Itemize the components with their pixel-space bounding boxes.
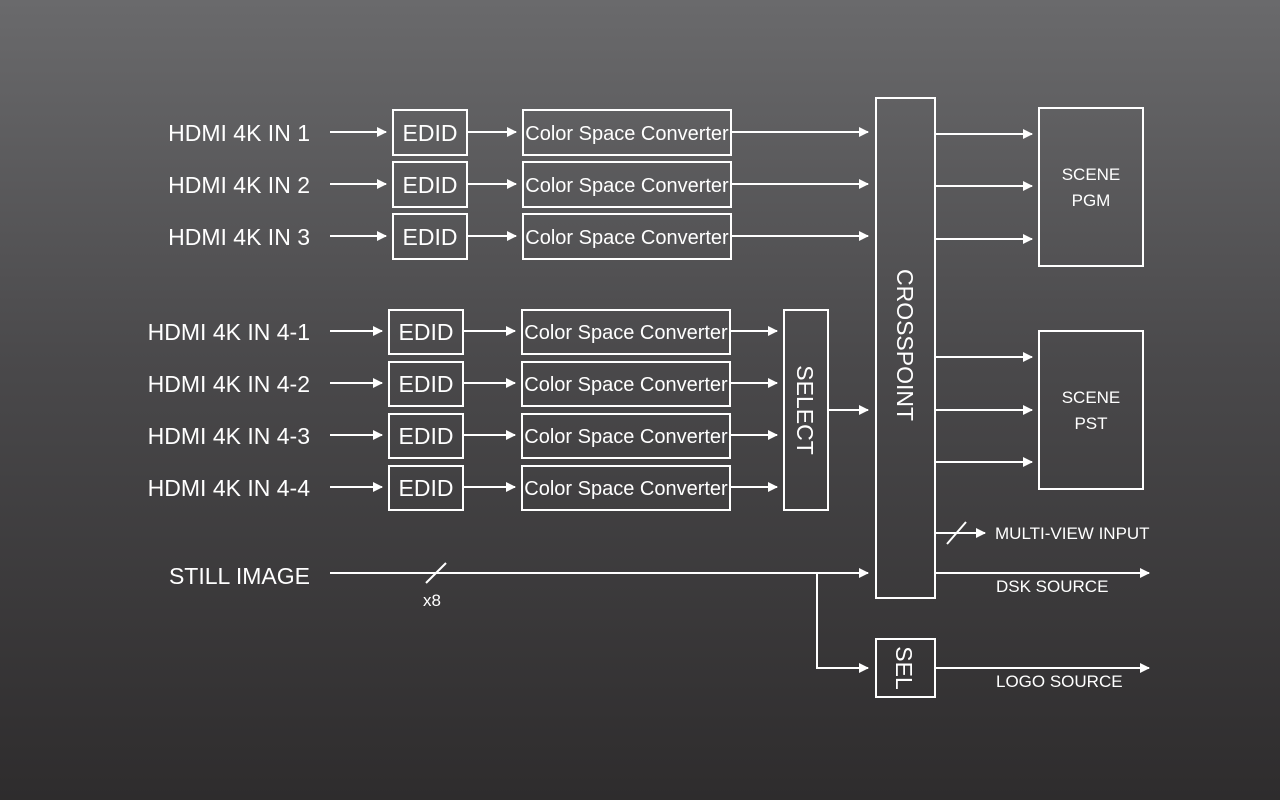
csc-label: Color Space Converter <box>524 374 728 396</box>
dsk-output: DSK SOURCE <box>935 568 1150 596</box>
still-image-path: STILL IMAGE x8 <box>169 562 869 673</box>
csc-label: Color Space Converter <box>525 123 729 145</box>
crosspoint-block: CROSSPOINT <box>875 97 936 599</box>
input-label: HDMI 4K IN 1 <box>168 120 310 146</box>
scene-pst-label-1: SCENE <box>1062 388 1121 407</box>
input-label: HDMI 4K IN 2 <box>168 172 310 198</box>
still-image-label: STILL IMAGE <box>169 563 310 589</box>
bus-slash <box>425 562 447 584</box>
csc-label: Color Space Converter <box>524 426 728 448</box>
input-row-3: HDMI 4K IN 3 EDID Color Space Converter <box>168 213 869 260</box>
input-row-4-3: HDMI 4K IN 4-3 EDID Color Space Converte… <box>148 413 778 459</box>
csc-label: Color Space Converter <box>524 478 728 500</box>
sel-block: SEL LOGO SOURCE <box>875 638 1150 698</box>
edid-label: EDID <box>403 120 458 146</box>
csc-label: Color Space Converter <box>525 227 729 249</box>
still-count-label: x8 <box>423 591 441 610</box>
edid-label: EDID <box>399 371 454 397</box>
scene-pst-box <box>1038 330 1144 490</box>
edid-label: EDID <box>403 224 458 250</box>
input-label: HDMI 4K IN 4-4 <box>148 475 311 501</box>
edid-label: EDID <box>399 423 454 449</box>
scene-pgm-box <box>1038 107 1144 267</box>
select-block: SELECT <box>783 309 869 511</box>
edid-label: EDID <box>399 475 454 501</box>
sel-label: SEL <box>891 646 917 690</box>
input-label: HDMI 4K IN 4-1 <box>148 319 310 345</box>
csc-label: Color Space Converter <box>524 322 728 344</box>
crosspoint-label: CROSSPOINT <box>892 269 918 421</box>
input-row-1: HDMI 4K IN 1 EDID Color Space Converter <box>168 109 869 156</box>
crosspoint-box <box>875 97 936 599</box>
scene-pgm-label-2: PGM <box>1072 191 1111 210</box>
logo-source-label: LOGO SOURCE <box>996 672 1123 691</box>
input-row-4-1: HDMI 4K IN 4-1 EDID Color Space Converte… <box>148 309 778 355</box>
input-row-2: HDMI 4K IN 2 EDID Color Space Converter <box>168 161 869 208</box>
edid-label: EDID <box>399 319 454 345</box>
input-label: HDMI 4K IN 4-2 <box>148 371 310 397</box>
dsk-source-label: DSK SOURCE <box>996 577 1108 596</box>
input-label: HDMI 4K IN 3 <box>168 224 310 250</box>
input-row-4-4: HDMI 4K IN 4-4 EDID Color Space Converte… <box>148 465 778 511</box>
still-to-sel-wire <box>816 573 869 673</box>
scene-pgm-label-1: SCENE <box>1062 165 1121 184</box>
scene-pst: SCENE PST <box>935 330 1144 490</box>
bus-slash <box>946 521 967 545</box>
scene-pst-label-2: PST <box>1074 414 1107 433</box>
input-label: HDMI 4K IN 4-3 <box>148 423 310 449</box>
input-row-4-2: HDMI 4K IN 4-2 EDID Color Space Converte… <box>148 361 778 407</box>
multiview-input-label: MULTI-VIEW INPUT <box>995 524 1150 543</box>
csc-label: Color Space Converter <box>525 175 729 197</box>
select-label: SELECT <box>792 365 818 454</box>
edid-label: EDID <box>403 172 458 198</box>
multiview-output: MULTI-VIEW INPUT <box>935 521 1150 545</box>
scene-pgm: SCENE PGM <box>935 107 1144 267</box>
